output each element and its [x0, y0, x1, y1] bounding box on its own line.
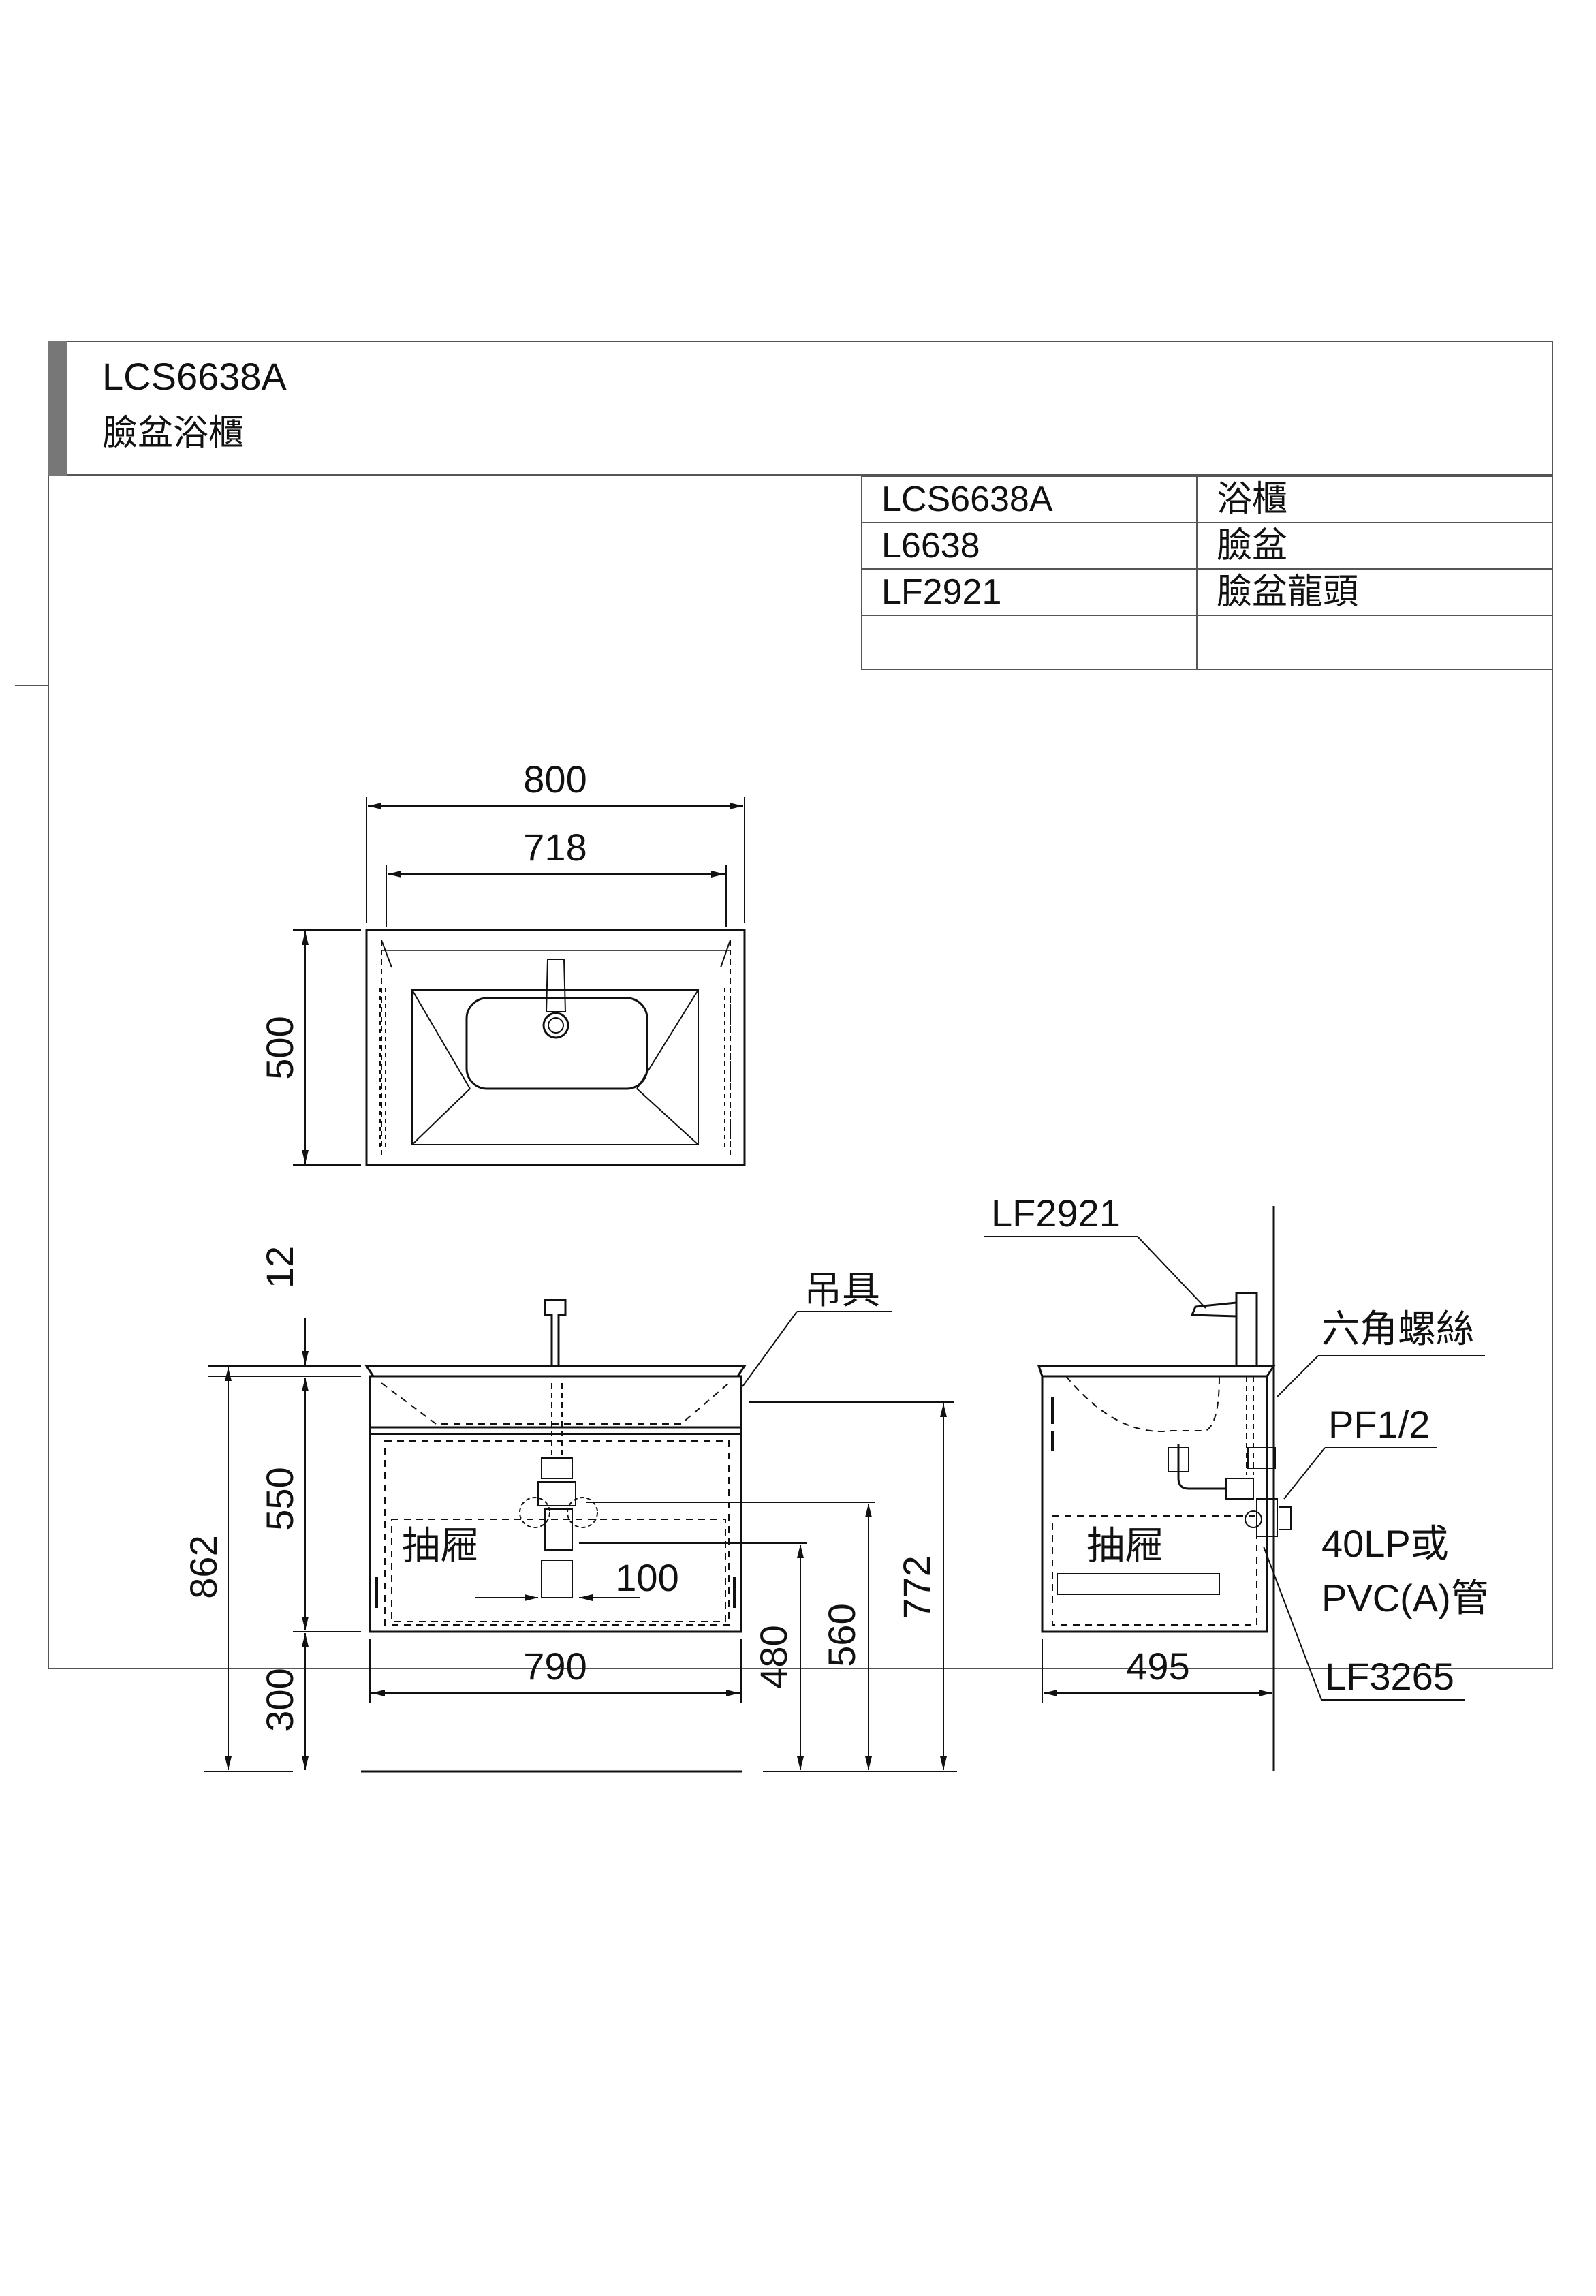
dim-560: 560	[820, 1603, 863, 1666]
leader-pf	[1283, 1447, 1326, 1500]
dim-top-thickness: 12	[258, 1246, 301, 1288]
leader-hanger	[742, 1311, 798, 1387]
countertop	[364, 1365, 747, 1378]
part-desc: 臉盆龍頭	[1196, 568, 1553, 616]
parts-row: LCS6638A 浴櫃	[861, 476, 1553, 523]
trap-pipe	[1177, 1444, 1226, 1490]
part-code	[861, 615, 1198, 670]
trap-joint-side	[1225, 1478, 1254, 1500]
trap-bottom	[541, 1560, 573, 1598]
faucet-side-spout	[1190, 1301, 1237, 1318]
cabinet-hidden	[381, 940, 731, 1155]
valve-circle	[519, 1497, 550, 1528]
title-strip	[48, 341, 67, 476]
label-pf: PF1/2	[1328, 1403, 1430, 1446]
margin-tick	[15, 685, 48, 686]
drawer-hidden-side	[1052, 1515, 1257, 1626]
label-hex-screw: 六角螺絲	[1321, 1307, 1474, 1350]
title-block	[48, 341, 1553, 476]
top-view	[365, 929, 746, 1166]
basin-hidden-side	[1065, 1376, 1220, 1432]
trap-nut	[537, 1481, 576, 1506]
dim-depth-top: 500	[258, 1016, 301, 1079]
corner-lines	[381, 940, 731, 968]
label-drawer-side: 抽屜	[1086, 1524, 1163, 1567]
drain-hole	[542, 1012, 569, 1039]
dim-total-height: 862	[182, 1535, 225, 1598]
inner-drawer-front	[391, 1519, 726, 1622]
top-view-dims	[293, 797, 745, 1166]
label-trap: LF3265	[1325, 1655, 1454, 1698]
trap-nut	[541, 1457, 573, 1479]
side-cabinet	[1041, 1375, 1268, 1633]
wall-flange	[1256, 1498, 1278, 1537]
parts-row: LF2921 臉盆龍頭	[861, 568, 1553, 616]
leader-faucet	[1137, 1236, 1206, 1309]
front-view	[364, 1299, 747, 1633]
side-countertop	[1037, 1365, 1276, 1378]
product-code: LCS6638A	[102, 355, 287, 398]
wall-pipe	[1279, 1506, 1292, 1530]
faucet-side-body	[1235, 1292, 1258, 1367]
basin-bowl	[465, 997, 648, 1090]
dim-basin-width: 718	[523, 826, 586, 869]
side-view	[1037, 1206, 1292, 1771]
label-hanger: 吊具	[804, 1269, 880, 1312]
dim-overall-width: 800	[523, 758, 586, 801]
drain-hole-inner	[548, 1017, 564, 1034]
label-pipe-line2: PVC(A)管	[1321, 1577, 1489, 1619]
part-desc: 臉盆	[1196, 522, 1553, 570]
dim-side-depth: 495	[1126, 1645, 1189, 1688]
top-outline	[365, 929, 746, 1166]
parts-table: LCS6638A 浴櫃 L6638 臉盆 LF2921 臉盆龍頭	[861, 476, 1553, 670]
parts-row	[861, 615, 1553, 670]
dim-drain-offset: 100	[615, 1556, 678, 1599]
faucet-top	[545, 959, 567, 1012]
drawer-bottom-side	[1057, 1573, 1220, 1595]
label-drawer-front: 抽屜	[402, 1524, 478, 1567]
front-view-dims	[204, 1311, 957, 1773]
trap-nut-side	[1168, 1447, 1189, 1472]
dim-floor-gap: 300	[258, 1668, 301, 1731]
part-desc: 浴櫃	[1196, 476, 1553, 523]
part-code: LF2921	[861, 568, 1198, 616]
dim-480: 480	[752, 1625, 795, 1688]
dim-772: 772	[895, 1555, 938, 1619]
part-desc	[1196, 615, 1553, 670]
trap-body	[544, 1508, 573, 1551]
side-view-dims	[984, 1236, 1485, 1703]
drawer-hidden	[379, 988, 731, 1151]
part-code: L6638	[861, 522, 1198, 570]
label-faucet: LF2921	[991, 1192, 1121, 1235]
part-code: LCS6638A	[861, 476, 1198, 523]
faucet-front	[544, 1299, 567, 1367]
basin-slope	[411, 989, 699, 1145]
dim-cabinet-height: 550	[258, 1467, 301, 1530]
hex-screw-body	[1247, 1447, 1276, 1469]
dim-cabinet-width: 790	[523, 1645, 586, 1688]
leader-hex	[1277, 1355, 1319, 1397]
drain-pipe	[551, 1383, 563, 1458]
label-pipe-line1: 40LP或	[1321, 1522, 1449, 1565]
cabinet-body	[369, 1375, 742, 1633]
supply-pipe	[1246, 1376, 1254, 1475]
leader-trap	[1263, 1546, 1322, 1701]
drawer-hidden-front	[384, 1440, 730, 1626]
basin-hidden-front	[381, 1382, 730, 1425]
parts-row: L6638 臉盆	[861, 522, 1553, 570]
trap-circle	[1245, 1510, 1262, 1528]
product-name: 臉盆浴櫃	[102, 414, 245, 453]
valve-circle	[567, 1497, 598, 1528]
